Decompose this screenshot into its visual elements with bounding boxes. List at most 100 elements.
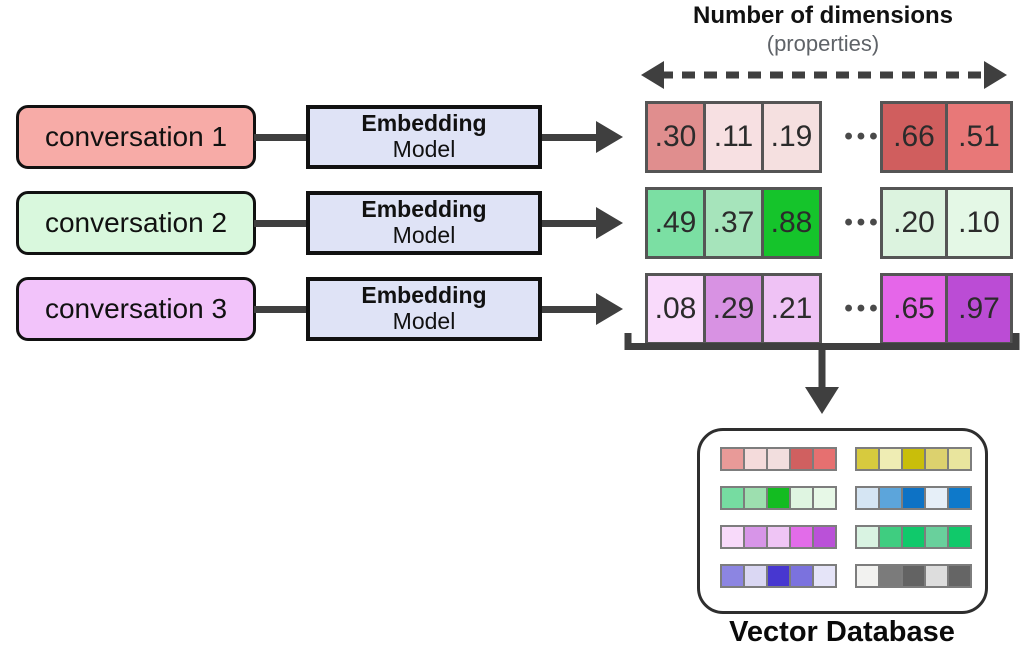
db-strip: [855, 447, 972, 471]
vector-cell: .10: [945, 187, 1013, 259]
db-cell: [924, 447, 949, 471]
db-cell: [855, 564, 880, 588]
db-cell: [901, 447, 926, 471]
connector-line: [254, 133, 308, 141]
db-strip: [855, 525, 972, 549]
embedding-label: Embedding: [361, 196, 487, 223]
db-cell: [855, 486, 880, 510]
vector-cell: .65: [880, 273, 948, 345]
db-grid: [720, 447, 972, 588]
db-cell: [855, 525, 880, 549]
db-cell: [789, 525, 814, 549]
db-cell: [924, 525, 949, 549]
db-cell: [947, 525, 972, 549]
vector-cell: .21: [761, 273, 822, 345]
embedding-label: Embedding: [361, 282, 487, 309]
db-cell: [720, 486, 745, 510]
db-cell: [878, 564, 903, 588]
db-cell: [812, 564, 837, 588]
db-cell: [743, 525, 768, 549]
db-cell: [878, 486, 903, 510]
vector-cell: .88: [761, 187, 822, 259]
arrow-line: [542, 305, 600, 313]
model-label: Model: [392, 136, 456, 162]
db-strip: [720, 525, 837, 549]
conversation-1-label: conversation 1: [44, 121, 228, 152]
vector-cell: .37: [703, 187, 764, 259]
vector-database-box: [697, 428, 988, 614]
db-strip: [855, 486, 972, 510]
db-cell: [924, 564, 949, 588]
db-cell: [878, 447, 903, 471]
db-cell: [812, 447, 837, 471]
db-cell: [901, 486, 926, 510]
conversation-3-label: conversation 3: [44, 293, 228, 324]
db-cell: [720, 564, 745, 588]
db-cell: [901, 525, 926, 549]
db-cell: [947, 447, 972, 471]
vector-group-head: .08.29.21: [645, 273, 822, 345]
db-cell: [766, 525, 791, 549]
db-cell: [901, 564, 926, 588]
db-cell: [720, 525, 745, 549]
arrow-head-icon: [596, 293, 623, 325]
arrow-head-icon: [596, 207, 623, 239]
db-cell: [720, 447, 745, 471]
db-cell: [766, 447, 791, 471]
connector-line: [254, 305, 308, 313]
arrow-line: [542, 219, 600, 227]
vector-cell: .49: [645, 187, 706, 259]
db-cell: [743, 447, 768, 471]
vector-ellipsis: •••: [844, 209, 882, 236]
arrow-line: [542, 133, 600, 141]
db-cell: [947, 486, 972, 510]
flow-row-2: conversation 2 Embedding Model .49.37.88…: [0, 187, 1028, 259]
double-headed-dashed-arrow-icon: [641, 61, 1007, 89]
vector-cell: .51: [945, 101, 1013, 173]
vector-group-tail: .66.51: [880, 101, 1013, 173]
group-bracket-down-arrow-icon: [624, 333, 1020, 414]
arrow-head-icon: [596, 121, 623, 153]
vector-cell: .20: [880, 187, 948, 259]
conversation-2-box: conversation 2: [16, 191, 256, 255]
db-strip: [720, 486, 837, 510]
vector-cell: .08: [645, 273, 706, 345]
db-cell: [878, 525, 903, 549]
vector-cell: .30: [645, 101, 706, 173]
db-cell: [812, 525, 837, 549]
vector-cell: .11: [703, 101, 764, 173]
embedding-label: Embedding: [361, 110, 487, 137]
db-cell: [766, 564, 791, 588]
db-cell: [947, 564, 972, 588]
vector-group-head: .30.11.19: [645, 101, 822, 173]
db-cell: [812, 486, 837, 510]
db-strip: [855, 564, 972, 588]
db-strip: [720, 564, 837, 588]
conversation-1-box: conversation 1: [16, 105, 256, 169]
model-label: Model: [392, 308, 456, 334]
embedding-model-box-3: Embedding Model: [306, 277, 542, 341]
vector-group-tail: .20.10: [880, 187, 1013, 259]
embedding-model-box-1: Embedding Model: [306, 105, 542, 169]
db-cell: [855, 447, 880, 471]
vector-database-label: Vector Database: [729, 616, 955, 648]
connector-line: [254, 219, 308, 227]
vector-group-head: .49.37.88: [645, 187, 822, 259]
dimensions-title: Number of dimensions: [692, 2, 954, 29]
vector-ellipsis: •••: [844, 123, 882, 150]
vector-cell: .66: [880, 101, 948, 173]
dimensions-subtitle: (properties): [766, 31, 880, 56]
vector-cell: .19: [761, 101, 822, 173]
conversation-3-box: conversation 3: [16, 277, 256, 341]
embedding-model-box-2: Embedding Model: [306, 191, 542, 255]
vector-ellipsis: •••: [844, 295, 882, 322]
db-cell: [743, 486, 768, 510]
db-cell: [789, 564, 814, 588]
db-cell: [766, 486, 791, 510]
flow-row-1: conversation 1 Embedding Model .30.11.19…: [0, 101, 1028, 173]
model-label: Model: [392, 222, 456, 248]
db-strip: [720, 447, 837, 471]
db-cell: [789, 486, 814, 510]
db-cell: [924, 486, 949, 510]
